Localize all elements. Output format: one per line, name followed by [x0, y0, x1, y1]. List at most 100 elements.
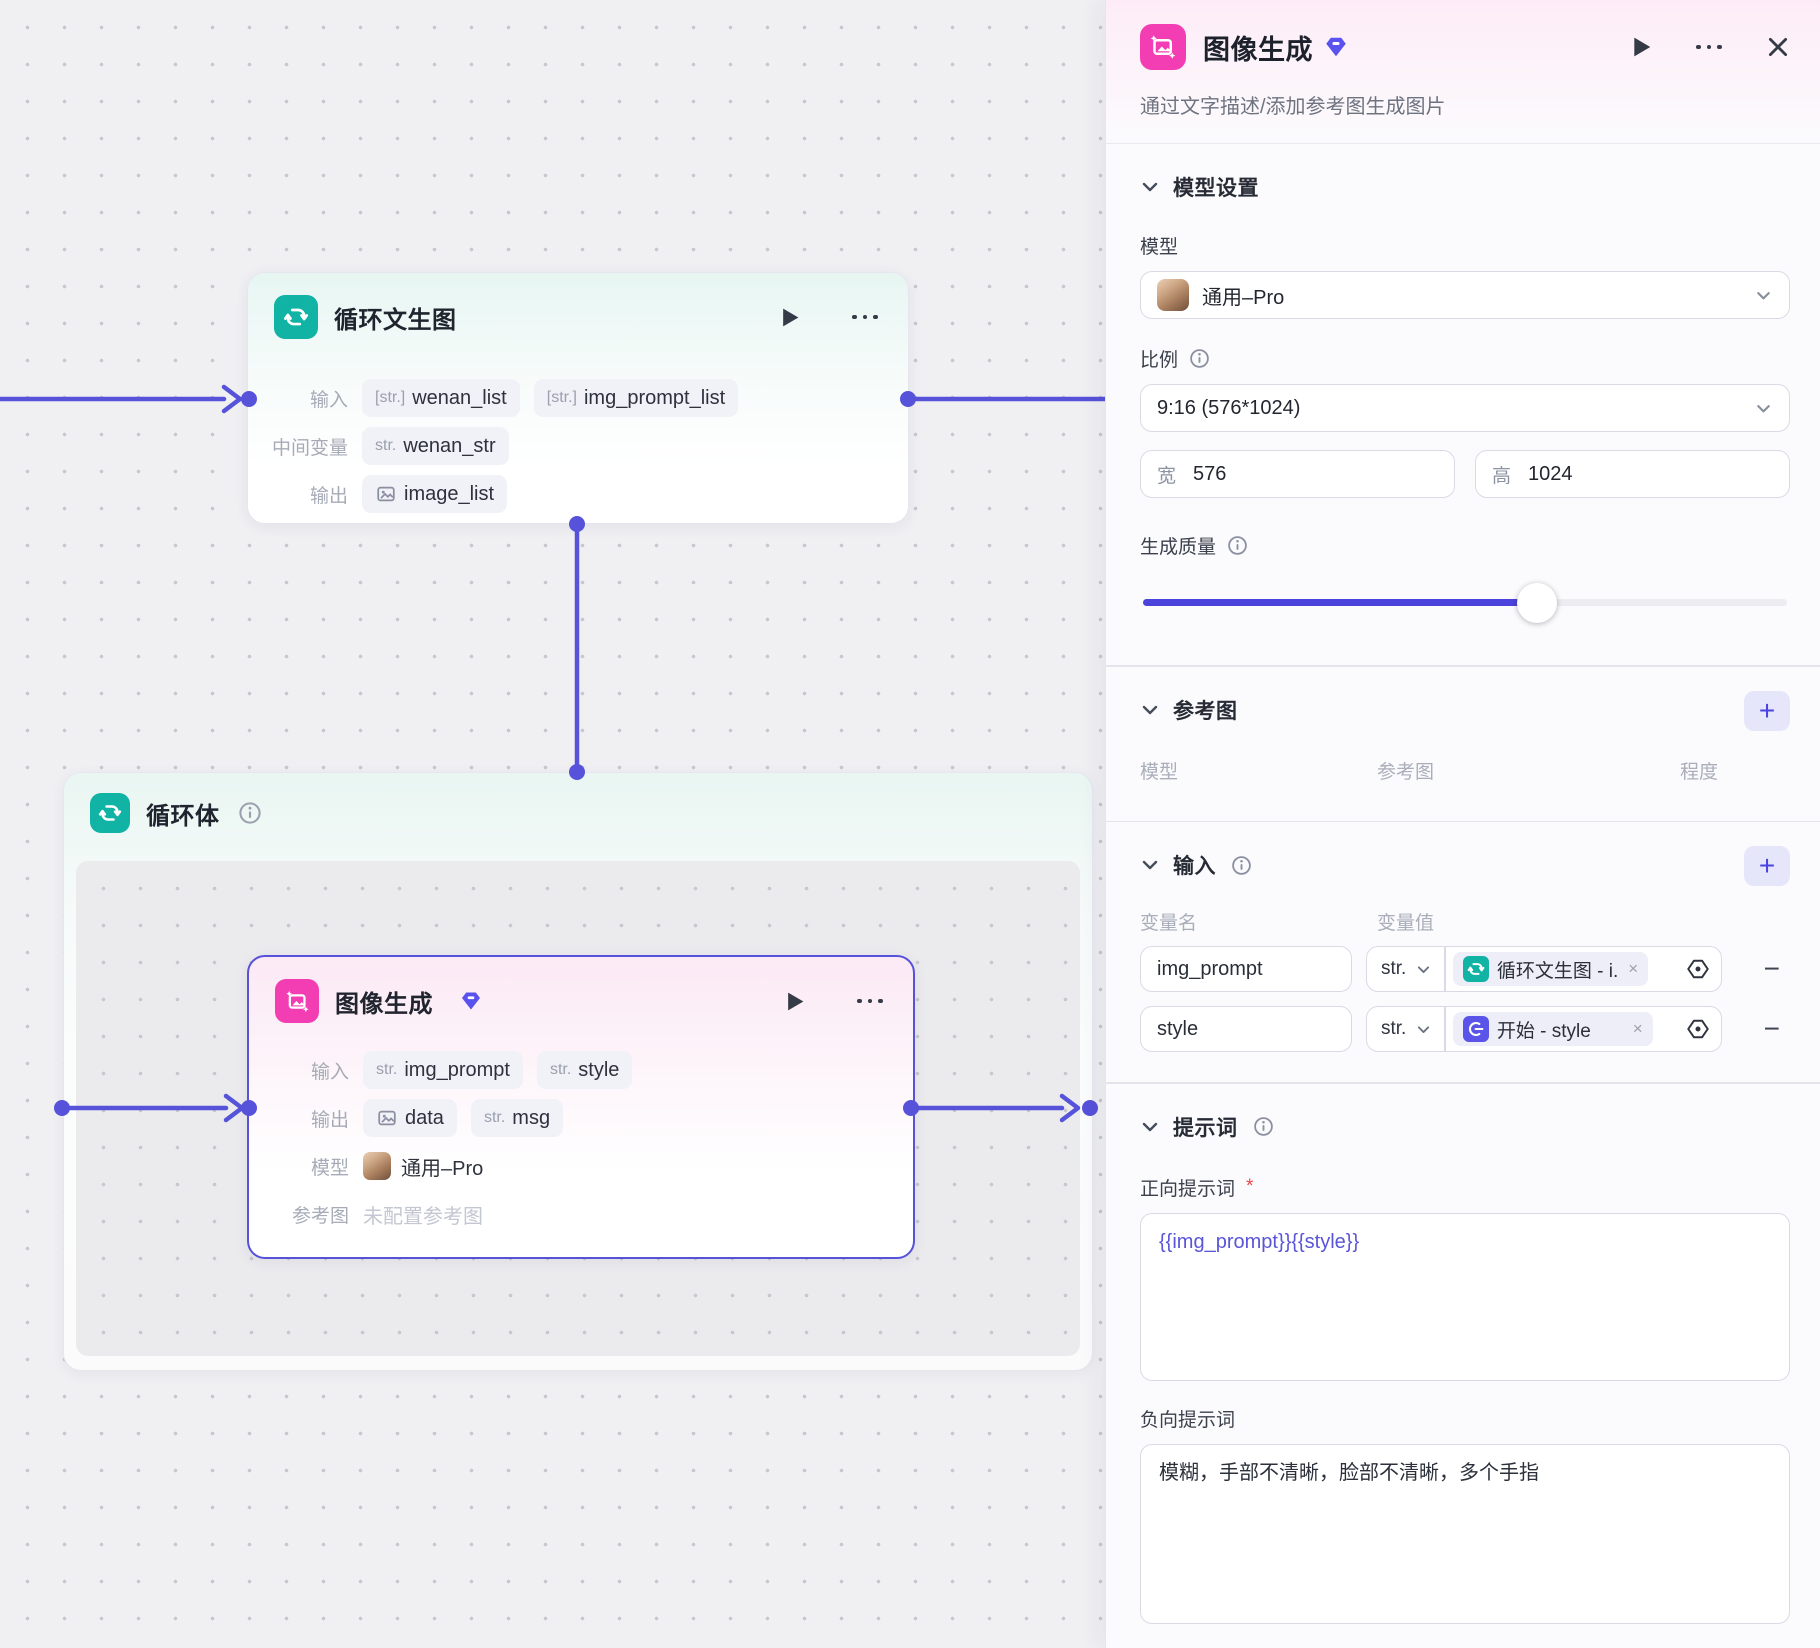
variable-chip: str. msg — [470, 1099, 564, 1137]
more-options-button[interactable] — [852, 314, 878, 320]
height-input[interactable] — [1526, 461, 1773, 487]
node-row-reference: 参考图 未配置参考图 — [249, 1195, 913, 1233]
node-row-output: 输出 image_list — [248, 475, 908, 513]
node-row-input: 输入 [str.] wenan_list [str.] img_prompt_l… — [248, 379, 908, 417]
section-prompt[interactable]: 提示词 — [1140, 1112, 1790, 1142]
more-options-button[interactable] — [1696, 44, 1722, 50]
hexagon-setting-icon[interactable] — [1685, 956, 1711, 982]
panel-header: 图像生成 通过文字描述/添加参考图生成图片 — [1106, 0, 1820, 144]
quality-slider[interactable] — [1140, 581, 1790, 625]
reference-empty-text: 未配置参考图 — [363, 1205, 483, 1228]
loop-icon — [1462, 956, 1489, 982]
required-mark: * — [1246, 1176, 1254, 1197]
model-select[interactable]: 通用–Pro — [1140, 271, 1790, 319]
run-node-button[interactable] — [1632, 36, 1652, 58]
slider-thumb[interactable] — [1516, 583, 1557, 623]
chevron-down-icon — [1140, 1117, 1160, 1137]
ratio-select[interactable]: 9:16 (576*1024) — [1140, 384, 1790, 432]
node-row-input: 输入 str. img_prompt str. style — [249, 1051, 913, 1089]
variable-chip: [str.] wenan_list — [362, 379, 520, 417]
positive-prompt-label: 正向提示词 — [1140, 1178, 1236, 1200]
node-row-intermediate: 中间变量 str. wenan_str — [248, 427, 908, 465]
node-loop-text-to-image[interactable]: 循环文生图 输入 [str.] wenan_list [str.] img_pr… — [247, 272, 909, 524]
chevron-down-icon — [1140, 855, 1160, 875]
divider — [1444, 947, 1446, 991]
width-field[interactable]: 宽 — [1140, 450, 1455, 498]
reference-chip[interactable]: 开始 - style × — [1452, 1012, 1653, 1046]
image-gen-icon — [1140, 24, 1186, 70]
panel-title: 图像生成 — [1203, 34, 1313, 65]
input-column-headers: 变量名 变量值 — [1140, 913, 1435, 934]
variable-chip: [str.] img_prompt_list — [533, 379, 739, 417]
variable-chip: data — [363, 1099, 457, 1137]
node-title: 循环文生图 — [334, 306, 457, 334]
section-input[interactable]: 输入 + — [1140, 846, 1790, 886]
ratio-label: 比例 — [1140, 350, 1179, 371]
image-gen-icon — [275, 979, 319, 1023]
image-icon — [375, 483, 397, 505]
variable-chip: image_list — [362, 475, 508, 513]
add-input-button[interactable]: + — [1744, 846, 1790, 886]
variable-chip: str. wenan_str — [362, 427, 509, 465]
slider-fill — [1143, 599, 1523, 606]
reference-column-headers: 模型 参考图 程度 — [1140, 761, 1719, 783]
model-label: 模型 — [1140, 237, 1179, 258]
chevron-down-icon — [1140, 700, 1160, 720]
loop-body-title: 循环体 — [146, 802, 220, 830]
height-field[interactable]: 高 — [1475, 450, 1790, 498]
start-icon — [1462, 1016, 1489, 1042]
section-divider — [1106, 1082, 1820, 1084]
section-divider — [1106, 820, 1820, 822]
loop-icon — [274, 295, 318, 339]
model-avatar — [363, 1152, 391, 1180]
close-icon[interactable] — [1766, 35, 1790, 59]
image-icon — [376, 1107, 398, 1129]
info-icon[interactable] — [1227, 535, 1248, 556]
run-node-button[interactable] — [786, 991, 805, 1012]
variable-chip: str. img_prompt — [363, 1051, 523, 1089]
run-node-button[interactable] — [781, 307, 800, 328]
type-select[interactable]: str. — [1367, 958, 1444, 980]
remove-reference-icon[interactable]: × — [1632, 1019, 1643, 1038]
node-row-model: 模型 通用–Pro — [249, 1147, 913, 1185]
more-options-button[interactable] — [857, 998, 883, 1004]
hexagon-setting-icon[interactable] — [1685, 1016, 1711, 1042]
gem-badge-icon — [459, 989, 483, 1013]
chevron-down-icon — [1754, 286, 1773, 305]
info-icon[interactable] — [238, 801, 262, 825]
variable-name-input[interactable] — [1140, 946, 1352, 992]
remove-reference-icon[interactable]: × — [1628, 959, 1639, 978]
info-icon[interactable] — [1231, 855, 1252, 876]
input-row: str. 开始 - style × — [1140, 1006, 1790, 1052]
node-image-generation[interactable]: 图像生成 输入 str. img_prompt str. style — [247, 955, 915, 1259]
section-model-settings[interactable]: 模型设置 — [1140, 172, 1790, 202]
loop-icon — [90, 793, 130, 833]
model-avatar — [1157, 279, 1189, 311]
variable-chip: str. style — [536, 1051, 633, 1089]
gem-badge-icon — [1323, 34, 1349, 60]
info-icon[interactable] — [1189, 348, 1210, 369]
slider-track[interactable] — [1143, 599, 1787, 606]
positive-prompt-textarea[interactable]: {{img_prompt}}{{style}} — [1140, 1212, 1790, 1381]
variable-value-field[interactable]: str. 循环文生图 - i. — [1366, 946, 1722, 992]
arrowhead — [221, 384, 243, 414]
negative-prompt-textarea[interactable]: 模糊，手部不清晰，脸部不清晰，多个手指 — [1140, 1443, 1790, 1624]
section-divider — [1106, 665, 1820, 667]
reference-chip[interactable]: 循环文生图 - i. × — [1452, 952, 1649, 986]
model-name: 通用–Pro — [401, 1157, 484, 1180]
negative-prompt-label: 负向提示词 — [1140, 1409, 1236, 1431]
info-icon[interactable] — [1253, 1116, 1274, 1137]
add-reference-button[interactable]: + — [1744, 690, 1790, 731]
remove-input-button[interactable]: − — [1763, 953, 1780, 984]
type-select[interactable]: str. — [1367, 1018, 1444, 1040]
remove-input-button[interactable]: − — [1763, 1013, 1780, 1044]
variable-value-field[interactable]: str. 开始 - style × — [1366, 1006, 1722, 1052]
chevron-down-icon — [1754, 399, 1773, 418]
variable-name-input[interactable] — [1140, 1006, 1352, 1052]
node-row-output: 输出 data str. msg — [249, 1099, 913, 1137]
panel-description: 通过文字描述/添加参考图生成图片 — [1140, 96, 1446, 118]
width-input[interactable] — [1191, 461, 1438, 487]
node-title: 图像生成 — [335, 990, 433, 1018]
section-reference[interactable]: 参考图 + — [1140, 690, 1790, 731]
